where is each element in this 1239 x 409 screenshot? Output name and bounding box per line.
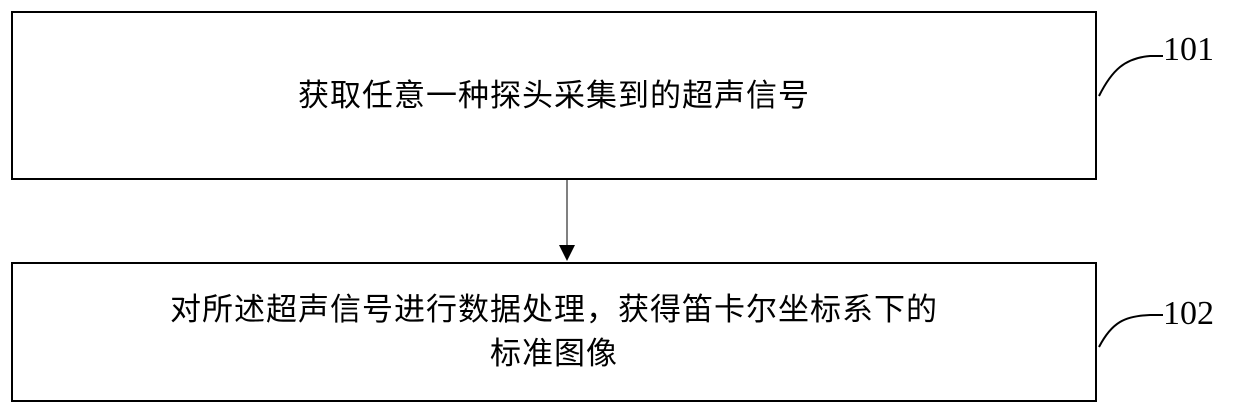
flow-arrow-head: [559, 245, 575, 261]
leader-line-101: [1099, 56, 1163, 96]
ref-label-102: 102: [1163, 297, 1214, 331]
leader-line-102: [1099, 315, 1163, 347]
ref-label-101: 101: [1163, 33, 1214, 67]
